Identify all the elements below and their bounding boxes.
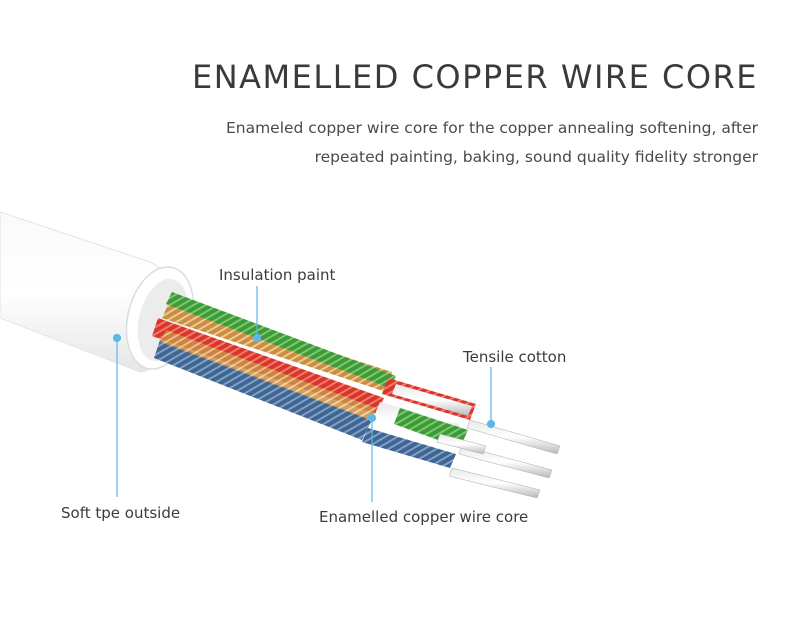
subtitle-line-1: Enameled copper wire core for the copper… bbox=[225, 119, 758, 137]
tensile-cotton-marker bbox=[486, 419, 496, 429]
enamelled-core-marker bbox=[367, 413, 377, 423]
callout-soft-tpe-outside: Soft tpe outside bbox=[61, 504, 181, 522]
wire-bundle bbox=[152, 292, 561, 499]
page-title: ENAMELLED COPPER WIRE CORE bbox=[192, 58, 758, 96]
gold-wire-lower bbox=[160, 330, 376, 420]
subtitle-line-2: repeated painting, baking, sound quality… bbox=[314, 148, 758, 166]
blue-wire bbox=[154, 340, 372, 440]
insulation-paint-marker bbox=[252, 333, 262, 343]
callout-tensile-cotton: Tensile cotton bbox=[463, 348, 567, 366]
leader-lines bbox=[112, 286, 496, 502]
callout-enamelled-core: Enamelled copper wire core bbox=[319, 508, 529, 526]
page-subtitle: Enameled copper wire core for the copper… bbox=[138, 114, 758, 172]
soft-tpe-marker bbox=[112, 333, 122, 343]
green-wire bbox=[166, 292, 396, 388]
callout-insulation-paint: Insulation paint bbox=[219, 266, 336, 284]
